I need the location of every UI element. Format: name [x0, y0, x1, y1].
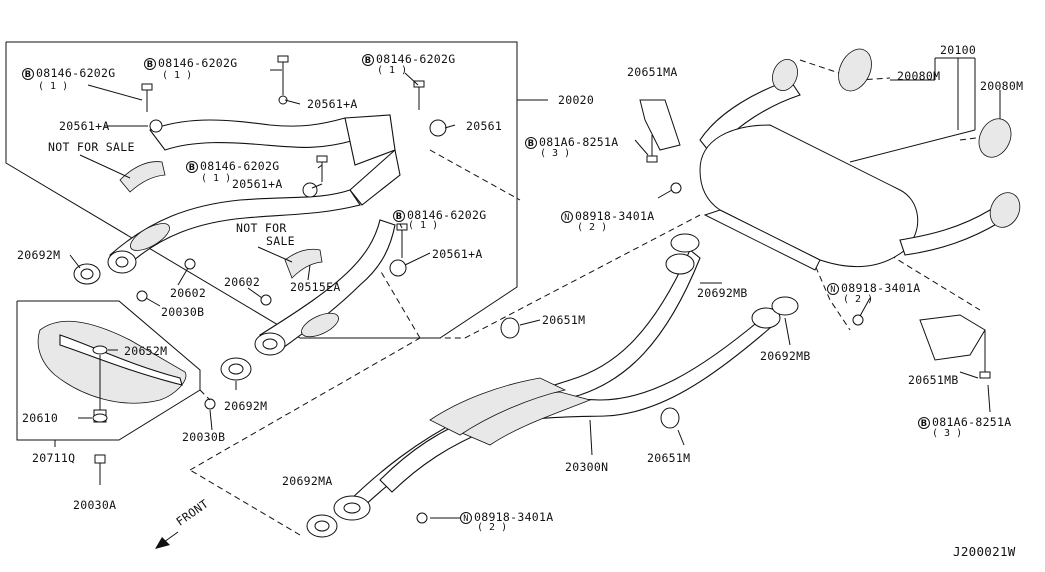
bolt-b-symbol-icon: B: [186, 160, 198, 173]
part-label-20651m: 20651M: [647, 451, 691, 465]
part-label-20561-a: 20561+A: [59, 119, 110, 133]
part-label-20602: 20602: [224, 275, 261, 289]
bolt-b-symbol-icon: B: [525, 136, 537, 149]
part-label-20080m: 20080M: [897, 69, 941, 83]
part-label-20692ma: 20692MA: [282, 474, 333, 488]
callout-qty: ( 1 ): [201, 173, 232, 184]
part-label-20561-a: 20561+A: [232, 177, 283, 191]
bolt-b-symbol-icon: B: [144, 57, 156, 70]
bolt-b-symbol-icon: B: [393, 209, 405, 222]
part-label-20020: 20020: [558, 93, 595, 107]
nut-n-symbol-icon: N: [460, 511, 472, 524]
bolt-b-symbol-icon: B: [22, 67, 34, 80]
nut-n-symbol-icon: N: [827, 282, 839, 295]
part-label-20561: 20561: [466, 119, 503, 133]
part-label-20080m: 20080M: [980, 79, 1024, 93]
diagram-code: J200021W: [953, 544, 1016, 559]
part-label-20651m: 20651M: [542, 313, 586, 327]
callout-qty: ( 1 ): [38, 81, 69, 92]
not-for-sale-note: NOT FOR SALE: [48, 140, 135, 154]
part-label-20711q: 20711Q: [32, 451, 76, 465]
callout-qty: ( 3 ): [540, 148, 571, 159]
part-label-20030b: 20030B: [161, 305, 205, 319]
part-label-20652m: 20652M: [124, 344, 168, 358]
not-for-sale-note: SALE: [266, 234, 295, 248]
callout-qty: ( 3 ): [932, 428, 963, 439]
part-label-20561-a: 20561+A: [432, 247, 483, 261]
part-label-20100: 20100: [940, 43, 977, 57]
callout-qty: ( 1 ): [377, 65, 408, 76]
part-label-20561-a: 20561+A: [307, 97, 358, 111]
part-label-20692mb: 20692MB: [697, 286, 748, 300]
callout-qty: ( 1 ): [408, 220, 439, 231]
part-label-20651ma: 20651MA: [627, 65, 678, 79]
callout-qty: ( 2 ): [477, 522, 508, 533]
callout-qty: ( 2 ): [843, 294, 874, 305]
part-label-20610: 20610: [22, 411, 59, 425]
part-label-20692mb: 20692MB: [760, 349, 811, 363]
tail-tip-20080m-upper: [838, 48, 872, 92]
not-for-sale-note: NOT FOR: [236, 221, 287, 235]
part-label-20651mb: 20651MB: [908, 373, 959, 387]
part-label-20692m: 20692M: [224, 399, 268, 413]
callout-qty: ( 2 ): [577, 222, 608, 233]
bolt-b-symbol-icon: B: [362, 53, 374, 66]
nut-n-symbol-icon: N: [561, 210, 573, 223]
part-label-20602: 20602: [170, 286, 207, 300]
main-pipe-dashed-frame: [189, 214, 701, 471]
callout-qty: ( 1 ): [162, 70, 193, 81]
part-label-20692m: 20692M: [17, 248, 61, 262]
bolt-b-symbol-icon: B: [918, 416, 930, 429]
part-label-20300n: 20300N: [565, 460, 609, 474]
part-label-20515ea: 20515EA: [290, 280, 341, 294]
front-direction-arrow: [155, 531, 179, 549]
part-label-20030b: 20030B: [182, 430, 226, 444]
part-label-20030a: 20030A: [73, 498, 117, 512]
